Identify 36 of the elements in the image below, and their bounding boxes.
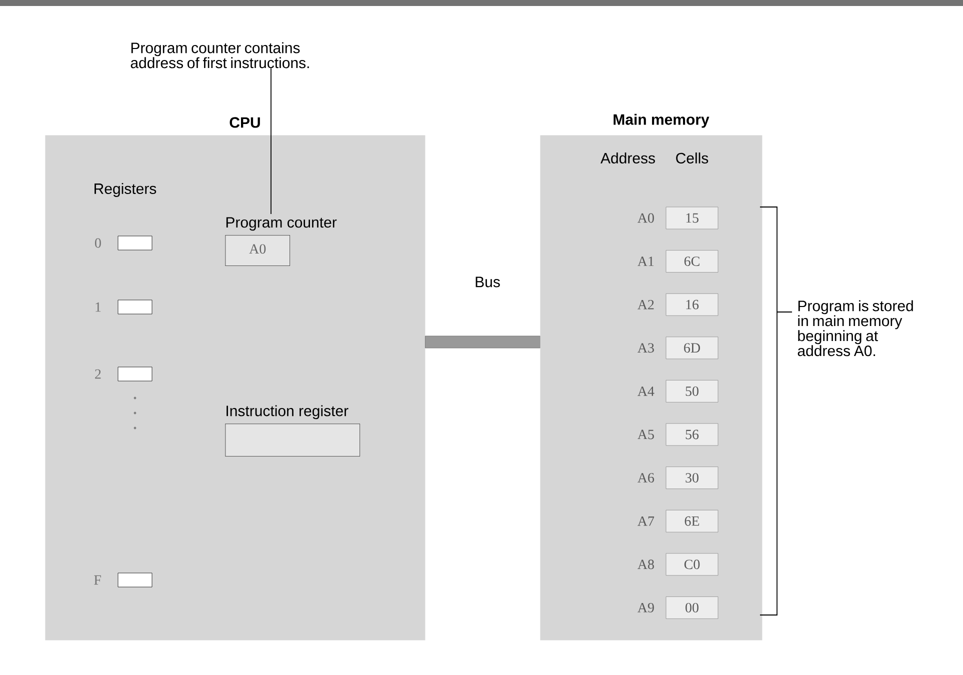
panel-heading: CPU [230,117,260,128]
bus-label: Bus [476,276,500,288]
address-label: A9 [638,603,654,612]
column-heading: Address [600,152,655,164]
register-box: A0 [225,235,290,266]
address-label: A6 [638,473,654,483]
register-number: 1 [96,302,101,312]
box-heading: Program counter [226,217,337,231]
annotation: Program counter contains address of first instructions. [130,42,309,68]
memory-cell: 30 [666,466,718,489]
memory-cell: 6C [666,250,718,272]
address-label: A1 [638,256,654,266]
register-number: 2 [95,369,101,379]
memory-cell: 16 [666,293,718,316]
register-number: F [94,575,101,585]
column-heading: Registers [94,183,156,197]
register-number: 0 [95,238,101,248]
memory-cell: 50 [666,380,718,402]
address-label: A5 [638,430,654,440]
address-label: A2 [638,300,654,310]
leader-line [270,68,272,214]
address-label: A7 [638,516,654,526]
memory-cell: 6D [666,336,718,360]
address-label: A0 [638,213,654,223]
memory-cell: 56 [666,423,718,446]
address-label: A4 [638,386,654,396]
memory-cell: 6E [666,510,718,532]
memory-cell: 00 [666,596,718,619]
address-label: A8 [638,560,654,570]
column-heading: Cells [676,152,708,164]
panel-heading: Main memory [614,114,710,128]
note-text: Program is stored in main memory beginning at address A0. [798,300,913,356]
memory-cell: C0 [666,553,718,576]
box-heading: Instruction register [226,405,348,420]
memory-cell: 15 [666,206,718,230]
address-label: A3 [638,343,654,353]
